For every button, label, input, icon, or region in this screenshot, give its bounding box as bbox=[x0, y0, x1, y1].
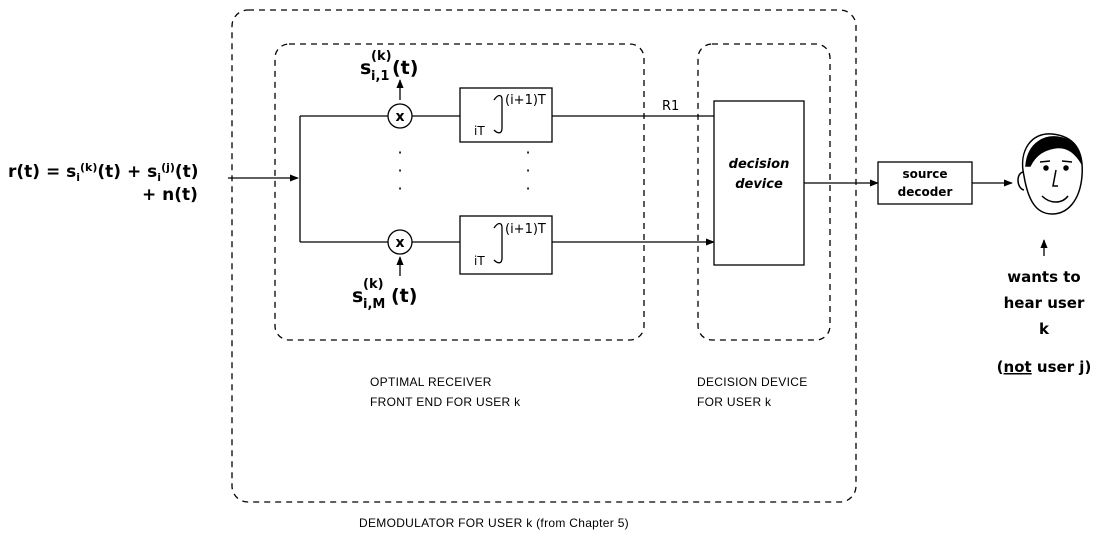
ellipsis-right: · · · bbox=[525, 143, 530, 198]
bottom-basis-signal: s(k)i,M(t) bbox=[352, 277, 417, 312]
front-end-label-2: FRONT END FOR USER k bbox=[370, 395, 521, 409]
decision-device-block bbox=[713, 100, 805, 266]
bottom-integral-lower: iT bbox=[474, 254, 485, 268]
decision-device-label-2: device bbox=[735, 177, 783, 192]
svg-text:(not user j): (not user j) bbox=[997, 358, 1092, 376]
decision-label-2: FOR USER k bbox=[697, 395, 772, 409]
source-decoder-label-1: source bbox=[902, 167, 947, 181]
ellipsis-left: · · · bbox=[397, 143, 402, 198]
svg-text:·: · bbox=[525, 161, 530, 180]
top-integral-lower: iT bbox=[474, 124, 485, 138]
bottom-integrator bbox=[459, 215, 553, 275]
received-signal-label: r(t) = si(k)(t) + si(j)(t) + n(t) bbox=[8, 161, 199, 205]
svg-text:·: · bbox=[397, 179, 402, 198]
front-end-label-1: OPTIMAL RECEIVER bbox=[370, 375, 492, 389]
top-integral-upper: (i+1)T bbox=[505, 93, 546, 108]
decision-frame bbox=[697, 43, 831, 341]
svg-text:·: · bbox=[397, 143, 402, 162]
integral-icon bbox=[493, 94, 503, 134]
bottom-multiplier-symbol: x bbox=[395, 235, 404, 251]
integral-icon bbox=[493, 222, 503, 264]
demodulator-frame bbox=[231, 9, 857, 503]
decision-label-1: DECISION DEVICE bbox=[697, 375, 808, 389]
output-label-r1: R1 bbox=[662, 99, 679, 114]
svg-text:·: · bbox=[525, 143, 530, 162]
svg-text:k: k bbox=[1039, 320, 1050, 338]
decision-device-label-1: decision bbox=[729, 157, 790, 172]
source-decoder-label-2: decoder bbox=[898, 185, 953, 199]
listener-note: wants to hear user k (not user j) bbox=[997, 268, 1092, 376]
svg-text:·: · bbox=[397, 161, 402, 180]
top-basis-signal: s(k)i,1(t) bbox=[360, 49, 418, 84]
front-end-frame bbox=[274, 43, 645, 341]
top-multiplier-symbol: x bbox=[395, 109, 404, 125]
demodulator-label: DEMODULATOR FOR USER k (from Chapter 5) bbox=[359, 516, 629, 530]
svg-text:·: · bbox=[525, 179, 530, 198]
svg-text:wants to: wants to bbox=[1007, 268, 1080, 286]
bottom-integral-upper: (i+1)T bbox=[505, 222, 546, 237]
top-integrator bbox=[459, 87, 553, 143]
noise-term: + n(t) bbox=[142, 185, 198, 205]
listener-face-icon bbox=[1017, 133, 1083, 215]
svg-text:r(t) = si(k)(t) + si(j)(t): r(t) = si(k)(t) + si(j)(t) bbox=[8, 161, 199, 184]
svg-text:hear user: hear user bbox=[1004, 294, 1085, 312]
